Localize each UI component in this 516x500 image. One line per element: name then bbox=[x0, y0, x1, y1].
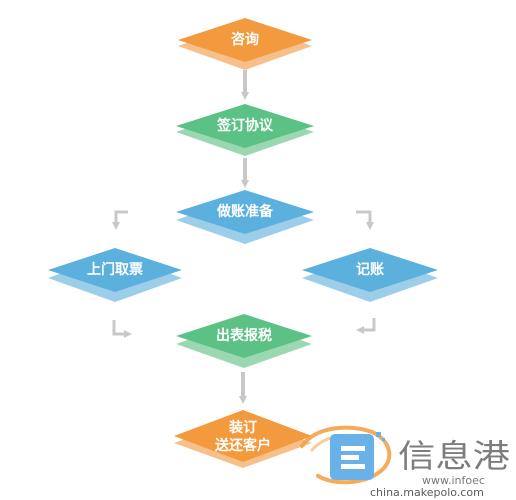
node-pickup-diamond bbox=[48, 248, 182, 292]
node-pickup: 上门取票 bbox=[48, 248, 182, 302]
node-consult: 咨询 bbox=[178, 18, 312, 70]
node-prep: 做账准备 bbox=[176, 190, 314, 244]
node-sign-diamond bbox=[176, 104, 314, 148]
node-prep-diamond bbox=[176, 190, 314, 234]
node-report-diamond bbox=[176, 314, 312, 358]
connector-arrows bbox=[112, 70, 376, 404]
watermark-url: china.makepolo.com bbox=[370, 486, 484, 499]
node-bookkeeping-label: 记账 bbox=[356, 262, 384, 278]
node-sign: 签订协议 bbox=[176, 104, 314, 156]
watermark: 信息港 www.infoec china.makepolo.com bbox=[300, 425, 510, 499]
arrow-prep-to-bookkeeping bbox=[356, 210, 374, 230]
node-prep-label: 做账准备 bbox=[216, 203, 274, 220]
arrow-pickup-to-report bbox=[112, 320, 132, 338]
node-bind: 装订 送还客户 bbox=[174, 410, 312, 468]
node-bind-label-line2: 送还客户 bbox=[214, 437, 271, 454]
node-bookkeeping-diamond bbox=[302, 248, 438, 292]
node-bind-label-line1: 装订 bbox=[228, 419, 257, 436]
node-bind-diamond bbox=[174, 410, 312, 462]
node-sign-label: 签订协议 bbox=[216, 117, 274, 134]
node-pickup-label: 上门取票 bbox=[87, 261, 143, 278]
arrow-prep-to-pickup bbox=[112, 210, 128, 230]
watermark-brand: 信息港 bbox=[398, 437, 510, 475]
arrow-bookkeeping-to-report bbox=[356, 318, 376, 334]
node-consult-label: 咨询 bbox=[231, 31, 259, 48]
watermark-logo-icon bbox=[330, 432, 385, 480]
node-report-label: 出表报税 bbox=[216, 327, 272, 344]
node-consult-diamond bbox=[178, 18, 312, 62]
watermark-swoosh bbox=[300, 425, 392, 485]
watermark-url-partial: www.infoec bbox=[422, 474, 485, 487]
node-report: 出表报税 bbox=[176, 314, 312, 368]
node-bookkeeping: 记账 bbox=[302, 248, 438, 302]
